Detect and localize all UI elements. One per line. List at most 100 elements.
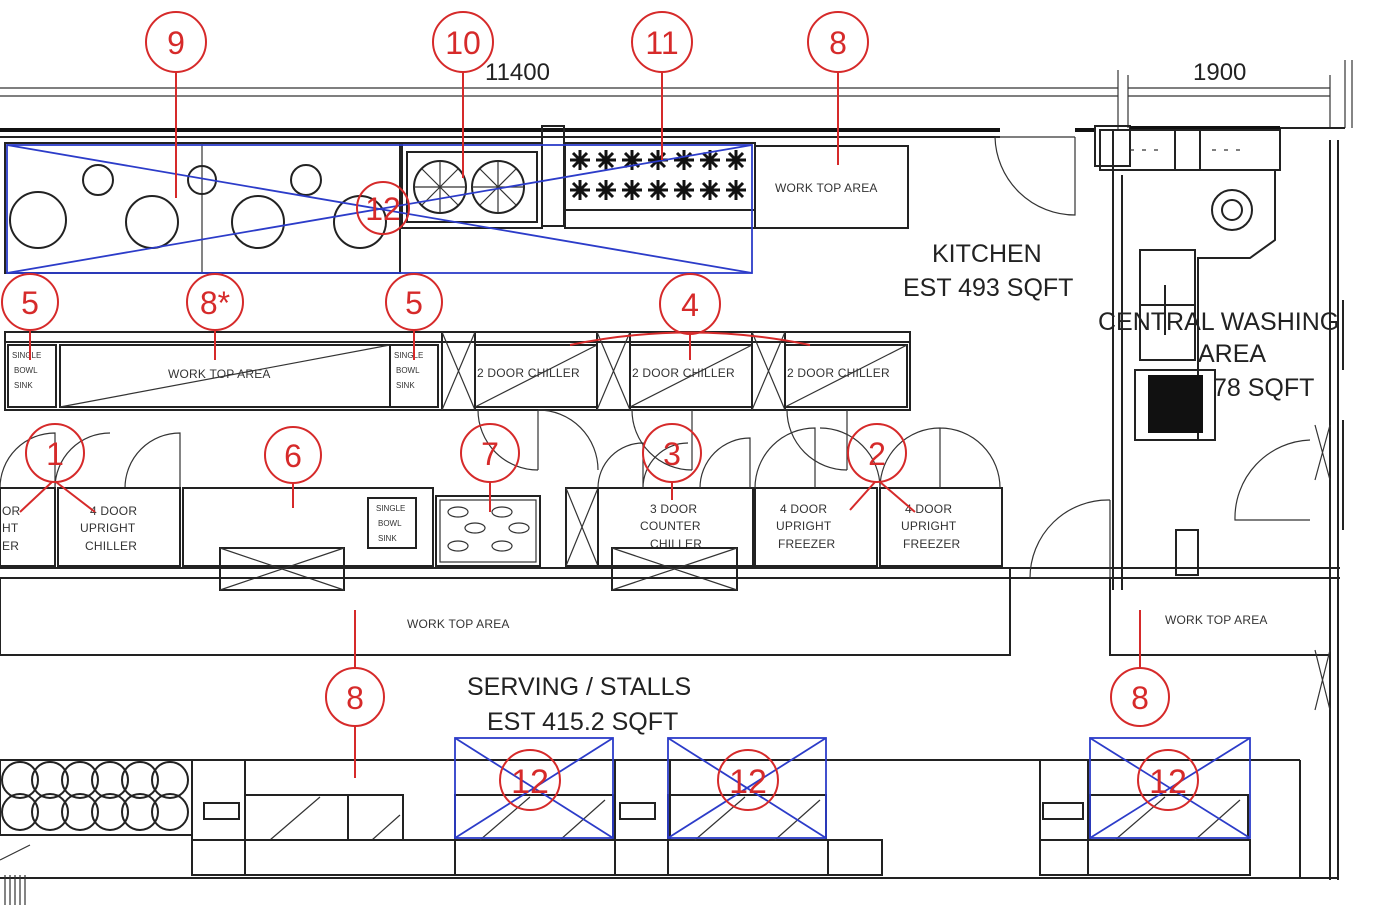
upright-freezer-a (754, 487, 878, 567)
svg-text:SINK: SINK (14, 381, 33, 390)
fish-icon (464, 522, 486, 534)
highlight-stall-b (667, 737, 827, 839)
tag-11: 11 (645, 25, 678, 61)
wok-burner-icon (726, 150, 746, 170)
svg-text:3 DOOR: 3 DOOR (650, 502, 697, 516)
wok-burner-icon (674, 180, 694, 200)
wok-burner-icon (700, 150, 720, 170)
highlight-stall-a (454, 737, 614, 839)
tag-8-serving: 8 (346, 680, 364, 716)
tag-8-star: 8* (200, 285, 230, 321)
dimension-washing: 1900 (1193, 59, 1246, 86)
svg-text:UPRIGHT: UPRIGHT (80, 521, 136, 535)
svg-text:SINGLE: SINGLE (376, 504, 405, 513)
worktop-serving-label: WORK TOP AREA (407, 617, 510, 631)
fish-icon (447, 506, 469, 518)
dimension-lines: 11400 1900 (0, 59, 1353, 130)
worktop-washing-label: WORK TOP AREA (1165, 613, 1268, 627)
svg-text:SINK: SINK (378, 534, 397, 543)
tag-5-left: 5 (21, 285, 39, 321)
sink-washing-a (1139, 249, 1196, 306)
svg-text:FREEZER: FREEZER (778, 537, 836, 551)
dishwasher (1134, 369, 1216, 441)
svg-text:UPRIGHT: UPRIGHT (776, 519, 832, 533)
svg-text:2 DOOR CHILLER: 2 DOOR CHILLER (477, 366, 580, 380)
tag-5-middle: 5 (405, 285, 423, 321)
svg-text:SINGLE: SINGLE (394, 351, 423, 360)
serving-stalls-counter (0, 737, 1251, 905)
washing-area-fixtures (1099, 129, 1344, 711)
tag-12-stall-c: 12 (1149, 763, 1187, 801)
wok-burner-icon (570, 180, 590, 200)
annotation-tags: 9 10 11 8 12 5 8* 5 4 1 6 7 3 2 8 8 12 1… (1, 11, 1199, 811)
plate-icon (121, 761, 159, 799)
wok-range (564, 142, 756, 229)
wok-burner-icon (622, 180, 642, 200)
svg-text:HT: HT (2, 521, 19, 535)
worktop-serving (0, 577, 1011, 656)
wok-burner-icon (674, 150, 694, 170)
svg-text:BOWL: BOWL (396, 366, 420, 375)
steamer-7 (435, 495, 541, 567)
wok-burner-icon (700, 180, 720, 200)
washing-area: 78 SQFT (1213, 374, 1314, 402)
plate-icon (31, 793, 69, 831)
dimension-overall: 11400 (485, 59, 550, 86)
tag-12-stall-a: 12 (511, 763, 549, 801)
wok-burner-icon (570, 150, 590, 170)
washing-name: CENTRAL WASHING (1098, 308, 1339, 336)
serving-name: SERVING / STALLS (467, 673, 691, 701)
plate-icon (151, 761, 189, 799)
svg-text:CHILLER: CHILLER (85, 539, 137, 553)
tag-10: 10 (445, 25, 481, 61)
sink-lower (367, 497, 417, 549)
worktop-middle-label: WORK TOP AREA (168, 367, 271, 381)
svg-text:ER: ER (2, 539, 19, 553)
plate-icon (31, 761, 69, 799)
doors (994, 136, 1311, 579)
sink-left (7, 344, 57, 408)
wok-burner-icon (596, 180, 616, 200)
wok-burner-icon (596, 150, 616, 170)
plate-icon (91, 761, 129, 799)
fish-icon (491, 540, 513, 552)
svg-text:FREEZER: FREEZER (903, 537, 961, 551)
fish-icon (508, 522, 530, 534)
steamer-tray-icons (447, 506, 530, 552)
plate-icon (151, 793, 189, 831)
svg-text:4 DOOR: 4 DOOR (90, 504, 137, 518)
upright-freezer-b (879, 487, 1003, 567)
highlight-box-cooking (6, 144, 753, 274)
svg-text:4 DOOR: 4 DOOR (780, 502, 827, 516)
wok-burner-icon (648, 150, 668, 170)
tag-8-washing: 8 (1131, 680, 1149, 716)
tag-3: 3 (663, 436, 681, 472)
kitchen-name: KITCHEN (932, 240, 1042, 268)
highlight-stall-c (1089, 737, 1251, 839)
fish-icon (447, 540, 469, 552)
chiller-2door-c (784, 344, 908, 408)
svg-text:BOWL: BOWL (14, 366, 38, 375)
prep-table-6 (182, 487, 434, 567)
kitchen-area: EST 493 SQFT (903, 274, 1073, 302)
upright-chiller-partial (0, 487, 56, 567)
wok-burner-icon (648, 180, 668, 200)
room-labels: KITCHEN EST 493 SQFT CENTRAL WASHING ARE… (467, 240, 1339, 736)
tag-2: 2 (868, 436, 886, 472)
wok-burner-icon (726, 180, 746, 200)
tag-1: 1 (46, 436, 64, 472)
tag-9: 9 (167, 25, 185, 61)
wok-burner-grid (570, 150, 746, 200)
cooking-line: WORK TOP AREA (4, 125, 909, 274)
svg-text:SINK: SINK (396, 381, 415, 390)
worktop-upper-label: WORK TOP AREA (775, 181, 878, 195)
fish-icon (491, 506, 513, 518)
tag-6: 6 (284, 438, 302, 474)
plate-icon (91, 793, 129, 831)
tag-12-cooking: 12 (365, 191, 401, 227)
counter-chiller-3door (597, 487, 754, 567)
svg-text:SINGLE: SINGLE (12, 351, 41, 360)
svg-text:COUNTER: COUNTER (640, 519, 701, 533)
plate-icon (61, 793, 99, 831)
